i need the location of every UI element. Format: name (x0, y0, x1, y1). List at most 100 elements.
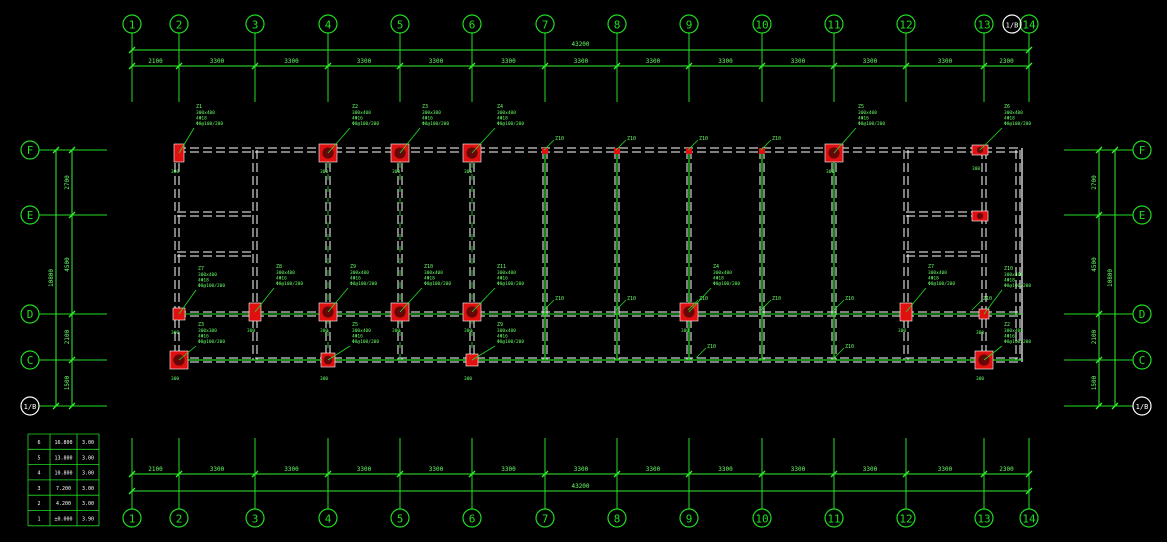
axis-bubble-left-1/B (20, 396, 40, 416)
dim-tick (68, 310, 76, 318)
axis-bubble-top-8 (607, 14, 627, 34)
dim-tick (613, 470, 621, 478)
column-spec: 300x300 (422, 110, 441, 116)
dim-tick (468, 62, 476, 70)
leader-line (471, 287, 496, 313)
axis-bubble-bottom-9 (679, 508, 699, 528)
dim-tick (980, 470, 988, 478)
beam-leader (833, 347, 845, 359)
dim-text-bottom-span: 3300 (501, 466, 516, 473)
axis-bubble-left-C (20, 350, 40, 370)
dim-tick (396, 62, 404, 70)
column-size-label: 300 (247, 328, 255, 334)
dim-tick (1095, 211, 1103, 219)
axis-bubble-top-2 (169, 14, 189, 34)
column-tag: Z10 (1004, 266, 1013, 272)
joint-mark (759, 148, 765, 154)
beam-tag: Z10 (983, 296, 992, 302)
axis-bubbles: 112233445566778899101011111212131314141/… (20, 14, 1152, 528)
dim-tick (251, 470, 259, 478)
column-spec: 300x400 (1004, 328, 1023, 334)
column-size-label: 300 (826, 169, 834, 175)
axis-label-bottom-6: 6 (469, 513, 476, 526)
axis-bubble-bottom-1 (122, 508, 142, 528)
axis-label-right-D: D (1139, 308, 1146, 321)
column-spec: Φ8@100/200 (196, 121, 223, 127)
dim-tick (541, 62, 549, 70)
axis-label-top-1: 1 (129, 19, 136, 32)
axis-label-bottom-5: 5 (397, 513, 404, 526)
column-tag: Z5 (858, 104, 864, 110)
column-spec: Φ8@100/200 (497, 281, 524, 287)
axis-bubble-bottom-11 (824, 508, 844, 528)
column-size-label: 300 (681, 328, 689, 334)
dim-text-bottom-span: 3300 (210, 466, 225, 473)
beam-tag: Z10 (699, 136, 708, 142)
column-tag: Z7 (198, 266, 204, 272)
table-cell: 2 (37, 501, 40, 507)
leader-line (983, 345, 1003, 361)
column-spec: 300x300 (198, 328, 217, 334)
column-spec: 300x400 (196, 110, 215, 116)
column-spec: 4Φ18 (497, 116, 508, 122)
axis-label-top-7: 7 (542, 19, 549, 32)
column-spec: 300x400 (352, 328, 371, 334)
column-size-label: 300 (320, 328, 328, 334)
dim-text-right-span: 1500 (1091, 375, 1098, 390)
table-cell: 16.800 (54, 440, 72, 446)
beam-tag: Z10 (707, 344, 716, 350)
axis-label-left-D: D (27, 308, 34, 321)
dim-text-bottom-span: 3300 (863, 466, 878, 473)
column-markers (169, 143, 994, 370)
beam-leader (833, 299, 845, 311)
axis-bubble-bottom-6 (462, 508, 482, 528)
beam-tag: Z10 (772, 296, 781, 302)
axis-label-top-10: 10 (755, 19, 768, 32)
dim-tick (613, 62, 621, 70)
dim-text-right-span: 2100 (1091, 329, 1098, 344)
joint-mark (614, 148, 620, 154)
axis-label-top-3: 3 (252, 19, 259, 32)
axis-bubble-top-1 (122, 14, 142, 34)
axis-label-top-6: 6 (469, 19, 476, 32)
beam-leader (615, 299, 627, 311)
axis-bubble-right-E (1132, 205, 1152, 225)
beam-leader (695, 347, 707, 359)
table-cell: 5 (37, 455, 40, 461)
dim-text-bottom-span: 3300 (791, 466, 806, 473)
column-spec: 4Φ18 (198, 278, 209, 284)
dim-text-bottom-span: 3300 (284, 466, 299, 473)
column-tag: Z4 (713, 264, 719, 270)
axis-label-top-4: 4 (325, 19, 332, 32)
dim-text-left-span: 1500 (64, 375, 71, 390)
leader-line (254, 287, 275, 313)
axis-label-bottom-9: 9 (686, 513, 693, 526)
axis-label-top-13: 13 (977, 19, 990, 32)
dim-tick (1095, 356, 1103, 364)
beam-leader (543, 139, 555, 151)
dim-text-left-overall: 10800 (48, 269, 55, 287)
dim-text-top-span: 3300 (210, 58, 225, 65)
column-spec: Φ8@100/200 (352, 121, 379, 127)
axis-label-left-E: E (27, 209, 34, 222)
dim-tick (468, 470, 476, 478)
dim-text-bottom-span: 3300 (646, 466, 661, 473)
axis-bubble-top-7 (535, 14, 555, 34)
column-spec: 4Φ18 (713, 276, 724, 282)
axis-bubble-bottom-13 (974, 508, 994, 528)
column-annotations: Z1300x4004Φ18Φ8@100/200300Z2300x4004Φ16Φ… (171, 104, 1031, 382)
axis-bubble-left-E (20, 205, 40, 225)
column-spec: Φ8@100/200 (1004, 121, 1031, 127)
leader-line (178, 345, 197, 361)
column-spec: Φ8@100/200 (1004, 283, 1031, 289)
axis-label-bottom-1: 1 (129, 513, 136, 526)
column-tag: Z6 (1004, 104, 1010, 110)
dim-text-top-span: 2300 (999, 58, 1014, 65)
column-size-label: 300 (171, 330, 179, 336)
column-spec: 300x400 (497, 110, 516, 116)
axis-label-bottom-14: 14 (1022, 513, 1036, 526)
dim-text-top-span: 2100 (148, 58, 163, 65)
axis-label-right-C: C (1139, 354, 1146, 367)
column-spec: 300x400 (928, 270, 947, 276)
column-spec: 300x400 (1004, 110, 1023, 116)
